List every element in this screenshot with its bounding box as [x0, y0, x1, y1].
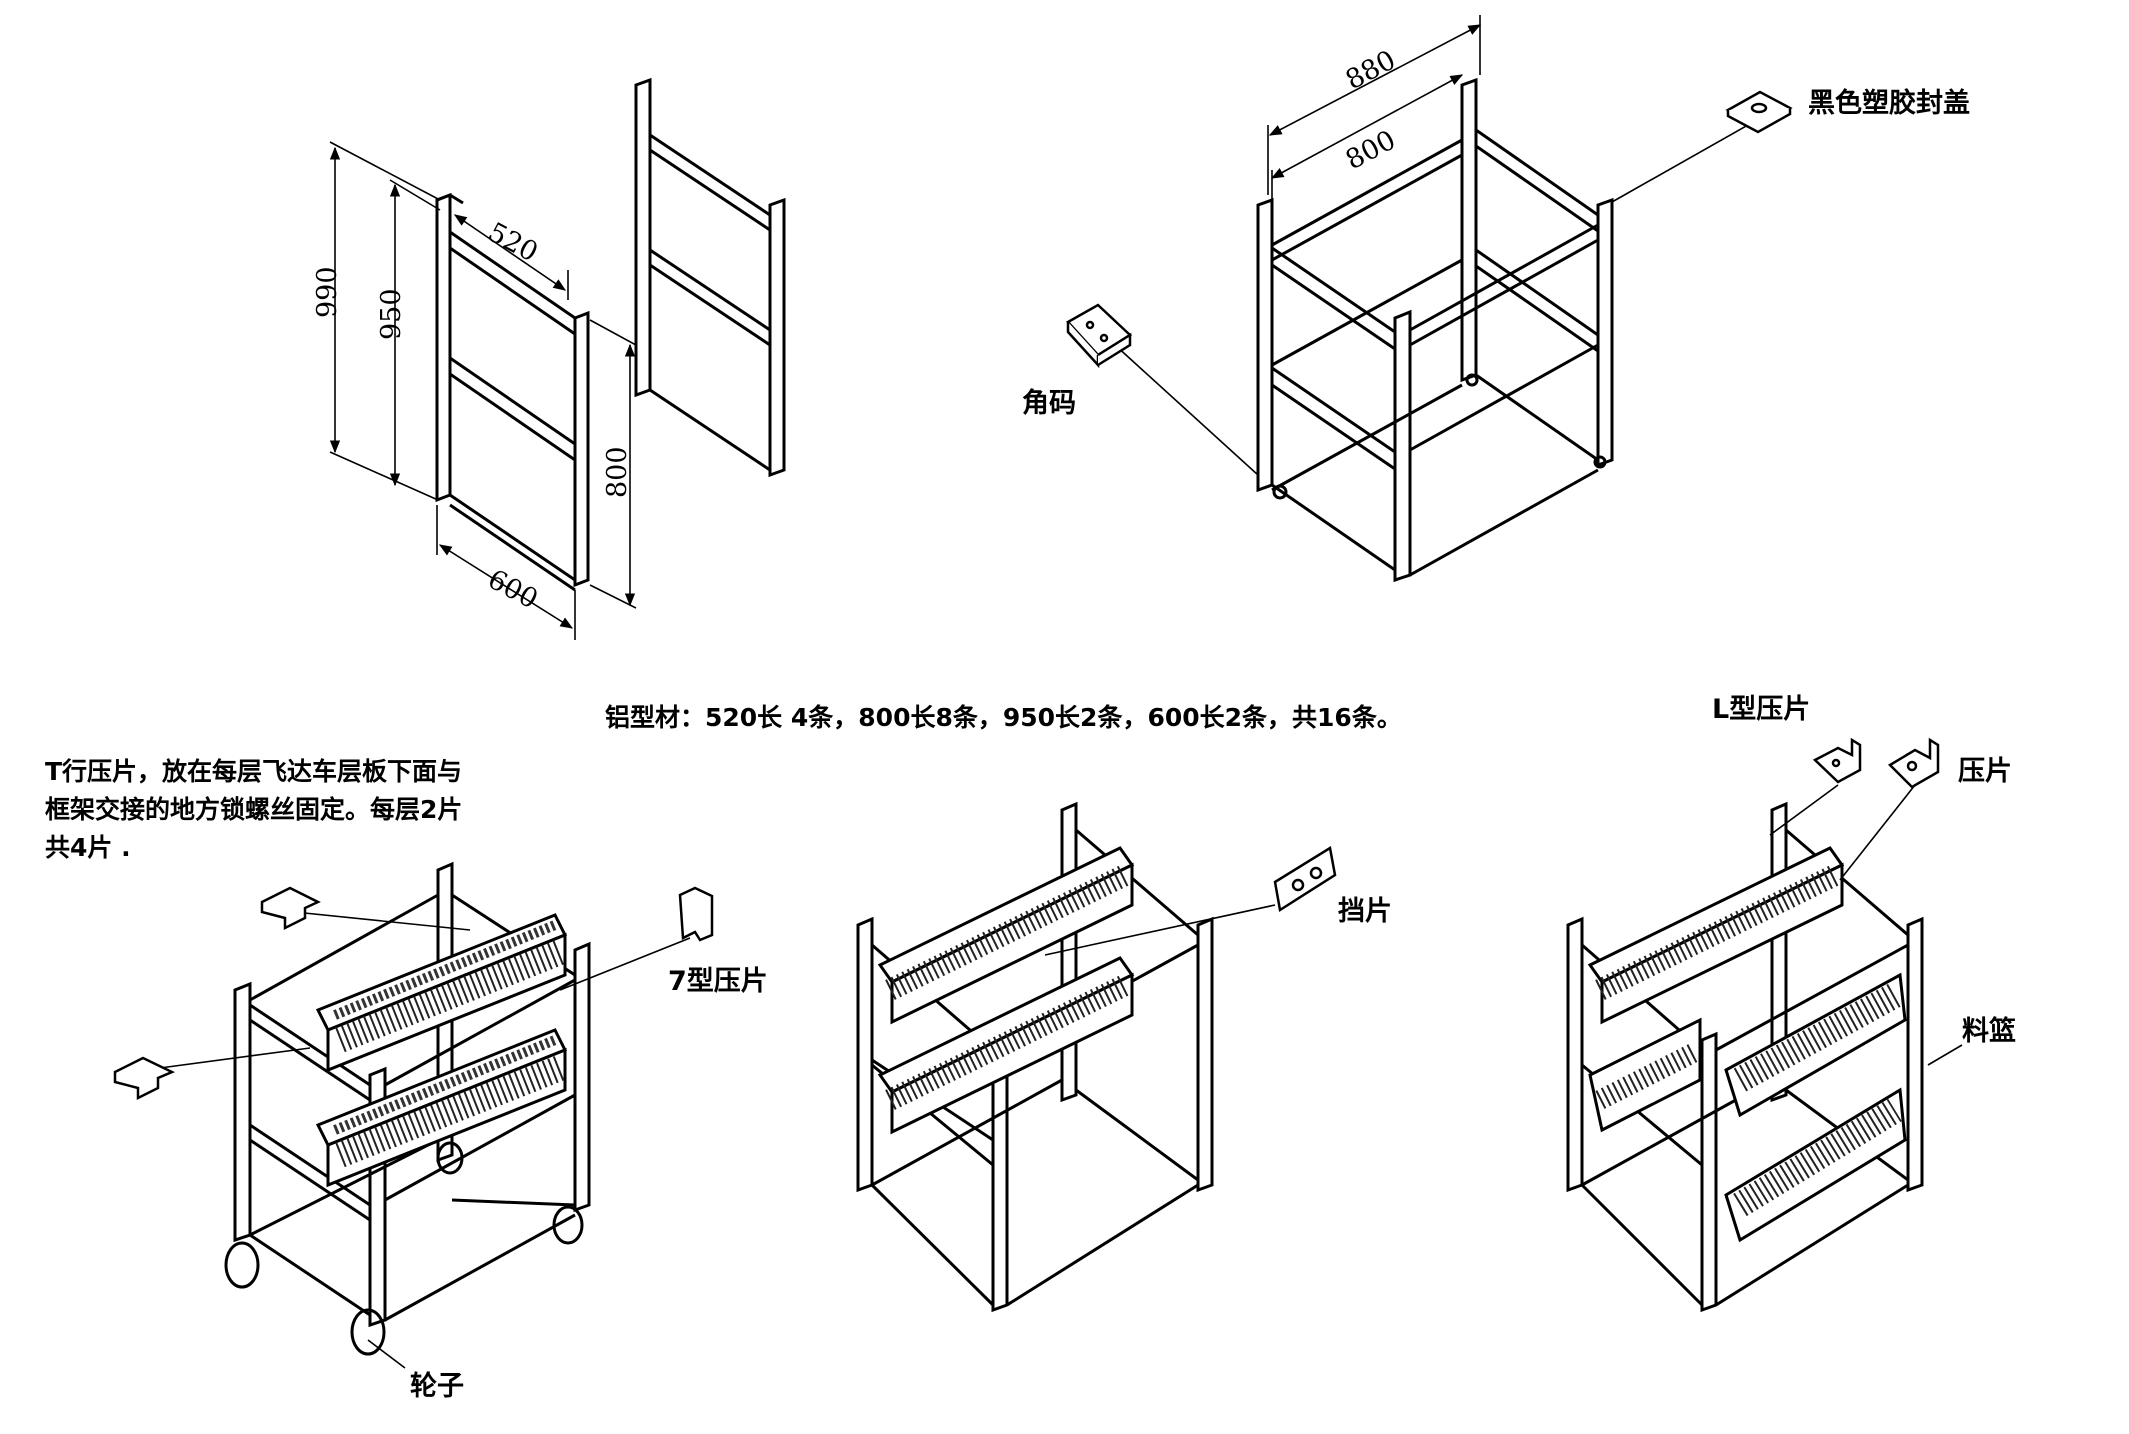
plastic-cap-part: [1725, 90, 1793, 134]
basket-view-upper-shelf: [1587, 846, 1845, 1025]
t-clip-note-line2: 框架交接的地方锁螺丝固定。每层2片: [45, 795, 462, 824]
basket-lower: [1724, 1087, 1907, 1243]
label-corner-bracket: 角码: [1022, 387, 1076, 419]
profile-material-note: 铝型材：520长 4条，800长8条，950长2条，600长2条，共16条。: [605, 703, 1402, 732]
feeder-cart-stop-plate-view: [856, 801, 1276, 1313]
dim-800-height: 800: [602, 446, 633, 498]
label-stop-plate: 挡片: [1338, 896, 1392, 927]
t-clip-part-upper: [260, 886, 321, 931]
basket-view-lower-shelf: [1588, 1017, 1702, 1133]
feeder-cart-with-wheels-view: [159, 861, 691, 1369]
dim-880: 880: [1341, 45, 1401, 97]
dim-600: 600: [483, 564, 543, 616]
side-frame-view: [329, 77, 786, 640]
basket-upper: [1724, 972, 1907, 1118]
t-clip-note-line1: T行压片，放在每层飞达车层板下面与: [45, 757, 462, 786]
dim-800-depth: 800: [1341, 125, 1401, 177]
stop-plate-part: [1273, 845, 1337, 913]
label-wheel: 轮子: [410, 1371, 464, 1402]
label-l-clip: L型压片: [1712, 694, 1810, 725]
lower-feeder-shelf: [315, 1028, 568, 1188]
l-clip-part: [1812, 737, 1862, 784]
corner-bracket-part: [1066, 303, 1133, 369]
seven-clip-part: [678, 886, 714, 942]
t-clip-note-line3: 共4片 .: [45, 833, 131, 862]
label-basket: 料篮: [1962, 1015, 2016, 1047]
label-plastic-cap: 黑色塑胶封盖: [1808, 87, 1970, 119]
label-seven-clip: 7型压片: [668, 966, 768, 997]
dimension-lines: [329, 141, 637, 640]
t-clip-part-lower: [113, 1056, 176, 1101]
stop-view-lower-shelf: [877, 956, 1135, 1135]
label-pressing-clip: 压片: [1958, 756, 2012, 787]
feeder-cart-basket-view: [1566, 784, 1963, 1313]
box-dimension-lines: [1267, 15, 1482, 200]
pressing-clip-part: [1887, 737, 1940, 789]
stop-view-upper-shelf: [877, 846, 1135, 1025]
rear-side-frame: [634, 77, 786, 478]
upper-feeder-shelf: [315, 913, 568, 1073]
wheels: [224, 1141, 584, 1356]
dim-990: 990: [312, 266, 343, 318]
dim-950: 950: [376, 288, 407, 340]
box-frame-view: [1114, 15, 1749, 583]
